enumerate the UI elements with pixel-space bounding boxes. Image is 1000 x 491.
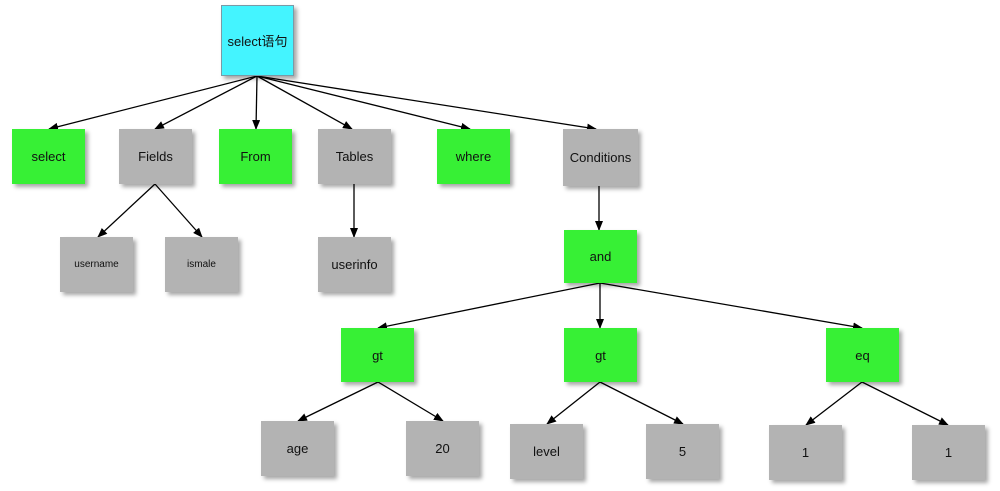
edge-eq-1-left (805, 381, 863, 426)
node-eq: eq (826, 328, 899, 382)
edge-fields-ismale (154, 183, 203, 238)
node-from: From (219, 129, 292, 184)
node-username: username (60, 237, 133, 292)
edge-fields-username (97, 183, 156, 238)
edge-and-gt-age (377, 282, 601, 331)
node-gt-age: gt (341, 328, 414, 382)
edge-gt-20 (377, 381, 444, 422)
edge-root-where (256, 75, 471, 131)
node-fields: Fields (119, 129, 192, 184)
edge-root-conditions (256, 75, 597, 132)
node-tables: Tables (318, 129, 391, 184)
edge-gt-level (546, 381, 601, 425)
node-conditions: Conditions (563, 129, 638, 186)
node-level: level (510, 424, 583, 479)
node-5: 5 (646, 424, 719, 479)
node-1-left: 1 (769, 425, 842, 480)
node-gt-level: gt (564, 328, 637, 382)
node-20: 20 (406, 421, 479, 476)
node-root: select语句 (221, 5, 294, 76)
edge-root-from (252, 75, 261, 130)
edge-gt-5 (599, 381, 684, 425)
node-select: select (12, 129, 85, 184)
node-userinfo: userinfo (318, 237, 391, 292)
edge-root-tables (256, 75, 353, 130)
edge-root-fields (154, 75, 258, 130)
node-and: and (564, 230, 637, 283)
edge-root-select (48, 75, 258, 131)
edge-eq-1-right (861, 381, 949, 426)
edge-and-eq (599, 282, 863, 331)
node-ismale: ismale (165, 237, 238, 292)
node-1-right: 1 (912, 425, 985, 480)
edge-gt-age (297, 381, 379, 422)
node-age: age (261, 421, 334, 476)
node-where: where (437, 129, 510, 184)
